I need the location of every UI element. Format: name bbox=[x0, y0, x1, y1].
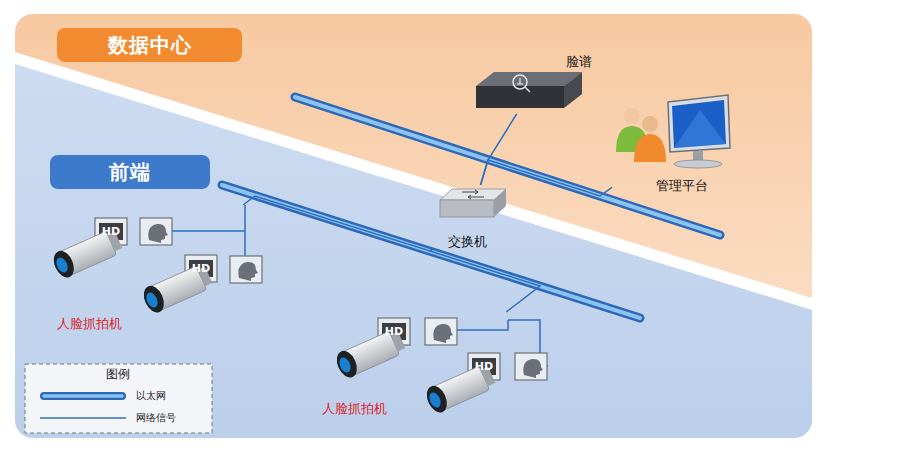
network-signal-line bbox=[481, 114, 517, 185]
legend-title: 图例 bbox=[106, 366, 130, 383]
camera-group: 人脸抓拍机 bbox=[320, 312, 555, 418]
camera-unit bbox=[423, 353, 547, 416]
hd-badge: HD bbox=[475, 360, 493, 373]
switch-device bbox=[440, 189, 506, 217]
region-title: 前端 bbox=[109, 159, 151, 186]
device-label: 管理平台 bbox=[656, 177, 708, 195]
server-device bbox=[476, 72, 582, 108]
management-platform: 管理平台 bbox=[612, 92, 734, 195]
camera-unit bbox=[140, 255, 262, 316]
legend-sample bbox=[44, 396, 122, 397]
network-signal-line bbox=[430, 249, 540, 312]
legend-text: 以太网 bbox=[136, 389, 166, 403]
management-workstation bbox=[616, 95, 730, 168]
device-label: 人脸抓拍机 bbox=[322, 400, 387, 418]
device-label: 脸谱 bbox=[566, 53, 592, 71]
region-tab: 前端 bbox=[50, 155, 210, 189]
network-signal-line bbox=[243, 196, 432, 251]
region-background bbox=[15, 14, 812, 438]
legend-samples bbox=[40, 396, 126, 418]
network-signal-line bbox=[481, 160, 612, 196]
device-label: 交换机 bbox=[448, 233, 487, 251]
region-title: 数据中心 bbox=[108, 32, 192, 59]
device-label: 人脸抓拍机 bbox=[57, 315, 122, 333]
camera-unit bbox=[50, 218, 172, 281]
face-library-server: 脸谱 bbox=[470, 52, 602, 114]
hd-badge: HD bbox=[385, 325, 403, 338]
legend-sample bbox=[40, 418, 126, 419]
network-switch: 交换机 bbox=[432, 185, 510, 249]
legend-frame bbox=[25, 364, 212, 433]
camera-group: 人脸抓拍机 bbox=[45, 205, 270, 335]
region-tab: 数据中心 bbox=[57, 28, 242, 62]
legend-text: 网络信号 bbox=[136, 411, 176, 425]
hd-badge: HD bbox=[192, 262, 210, 275]
hd-badge: HD bbox=[102, 225, 120, 238]
ethernet-bus bbox=[222, 97, 720, 318]
camera-unit bbox=[333, 318, 457, 381]
